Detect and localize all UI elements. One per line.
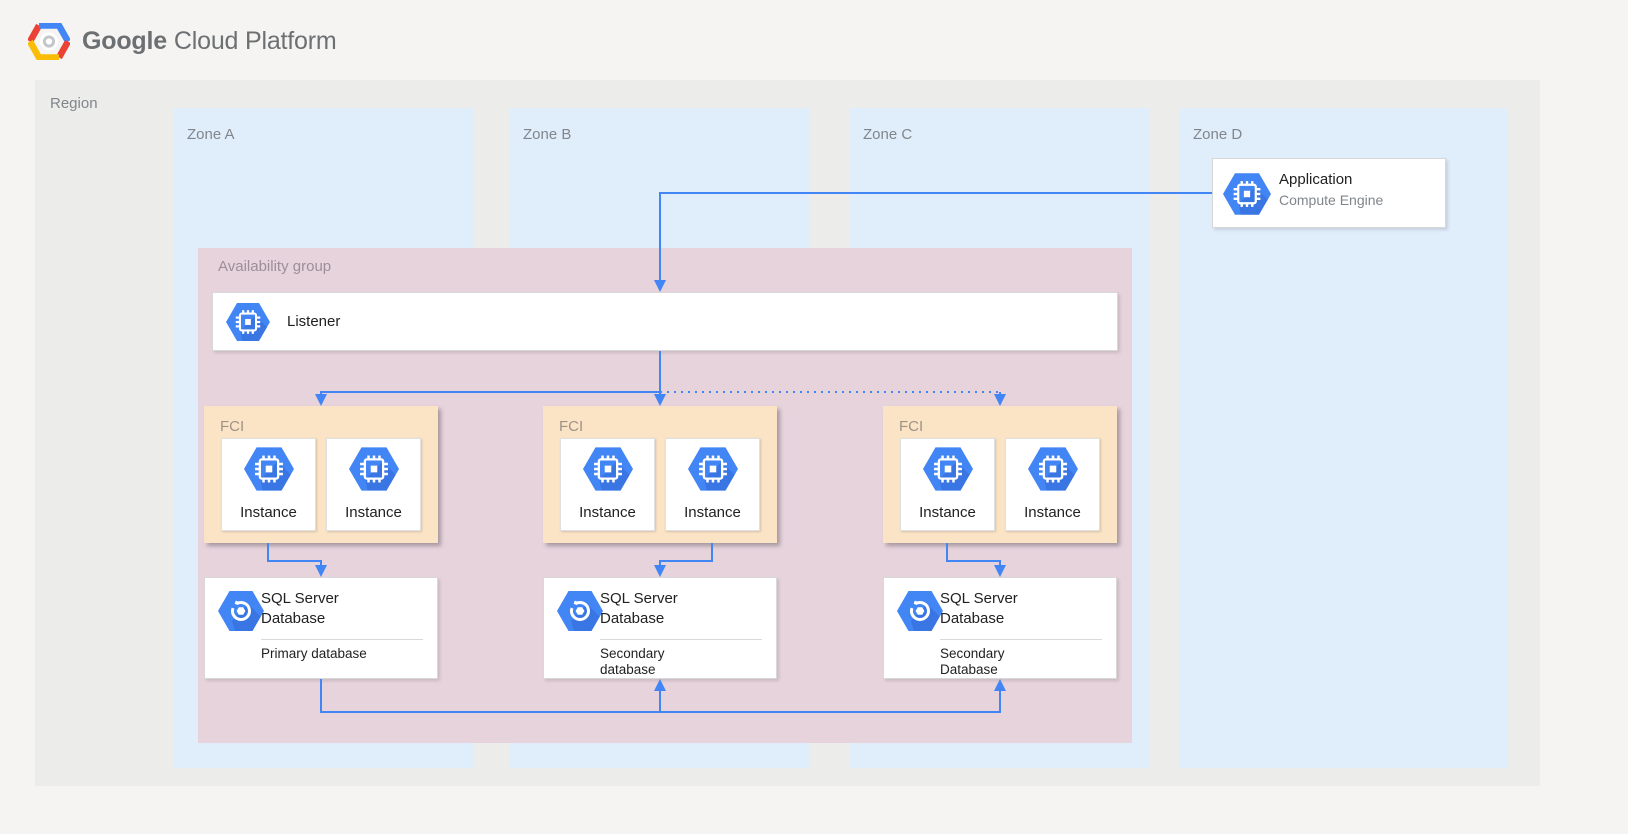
instance-label: Instance <box>684 504 741 521</box>
application-subtitle: Compute Engine <box>1279 192 1384 208</box>
brand-cloud-platform: Cloud Platform <box>173 26 337 55</box>
fci-group-3-label: FCI <box>899 418 924 435</box>
instance-card: Instance <box>665 438 760 531</box>
instance-label: Instance <box>919 504 976 521</box>
instance-card: Instance <box>221 438 316 531</box>
sql-title: SQL Server Database <box>261 590 339 627</box>
instance-card: Instance <box>1005 438 1100 531</box>
fci-group-3: FCI Instance Instance <box>883 406 1117 543</box>
instance-label: Instance <box>1024 504 1081 521</box>
instance-label: Instance <box>579 504 636 521</box>
compute-engine-icon <box>688 447 738 491</box>
sql-database-secondary-1: SQL Server Database Secondary database <box>543 577 777 679</box>
zone-c-label: Zone C <box>863 126 913 143</box>
compute-engine-icon <box>923 447 973 491</box>
availability-group-label: Availability group <box>218 258 332 275</box>
application-box: Application Compute Engine <box>1212 158 1446 228</box>
zone-b-label: Zone B <box>523 126 572 143</box>
fci-group-2-label: FCI <box>559 418 584 435</box>
instance-card: Instance <box>900 438 995 531</box>
sql-role-label: Secondary database <box>600 646 665 677</box>
fci-group-1-label: FCI <box>220 418 245 435</box>
cloud-sql-icon <box>897 591 943 631</box>
compute-engine-icon <box>1028 447 1078 491</box>
sql-title: SQL Server Database <box>940 590 1018 627</box>
divider <box>600 639 762 640</box>
listener-box: Listener <box>212 292 1118 351</box>
compute-engine-icon <box>1223 173 1271 215</box>
sql-role-label: Secondary Database <box>940 646 1005 677</box>
compute-engine-icon <box>226 303 270 341</box>
sql-database-secondary-2: SQL Server Database Secondary Database <box>883 577 1117 679</box>
brand-google: Google <box>82 26 167 55</box>
instance-label: Instance <box>345 504 402 521</box>
cloud-sql-icon <box>557 591 603 631</box>
instance-label: Instance <box>240 504 297 521</box>
listener-label: Listener <box>287 313 341 330</box>
sql-database-primary: SQL Server Database Primary database <box>204 577 438 679</box>
fci-group-2: FCI Instance Instance <box>543 406 777 543</box>
divider <box>940 639 1102 640</box>
compute-engine-icon <box>349 447 399 491</box>
zone-d-label: Zone D <box>1193 126 1243 143</box>
sql-title: SQL Server Database <box>600 590 678 627</box>
instance-card: Instance <box>560 438 655 531</box>
fci-group-1: FCI Instance Instance <box>204 406 438 543</box>
compute-engine-icon <box>583 447 633 491</box>
instance-card: Instance <box>326 438 421 531</box>
compute-engine-icon <box>244 447 294 491</box>
gcp-logo-icon <box>28 23 70 60</box>
application-title: Application <box>1279 171 1353 188</box>
divider <box>261 639 423 640</box>
sql-role-label: Primary database <box>261 646 367 661</box>
zone-a-label: Zone A <box>187 126 235 143</box>
region-label: Region <box>50 95 98 112</box>
cloud-sql-icon <box>218 591 264 631</box>
